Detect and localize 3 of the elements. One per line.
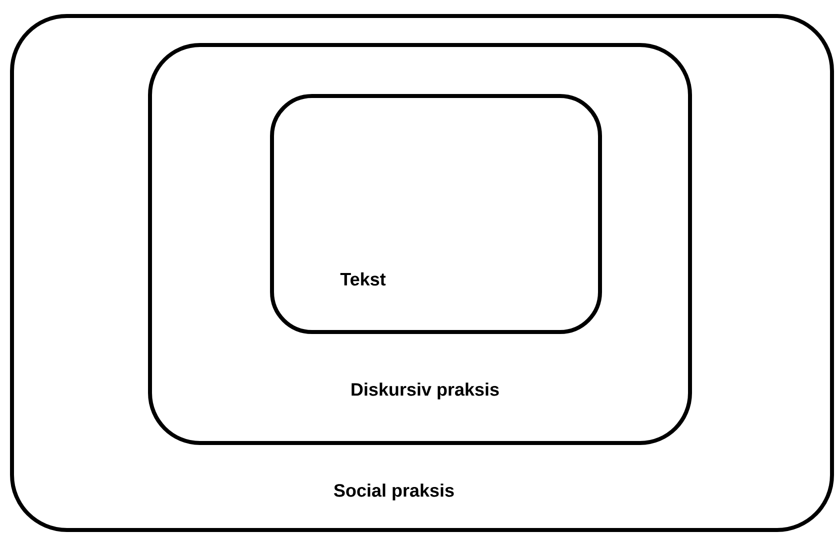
box-label: Tekst xyxy=(340,272,386,286)
box-label: Social praksis xyxy=(334,484,454,500)
box-label: Diskursiv praksis xyxy=(352,382,499,400)
